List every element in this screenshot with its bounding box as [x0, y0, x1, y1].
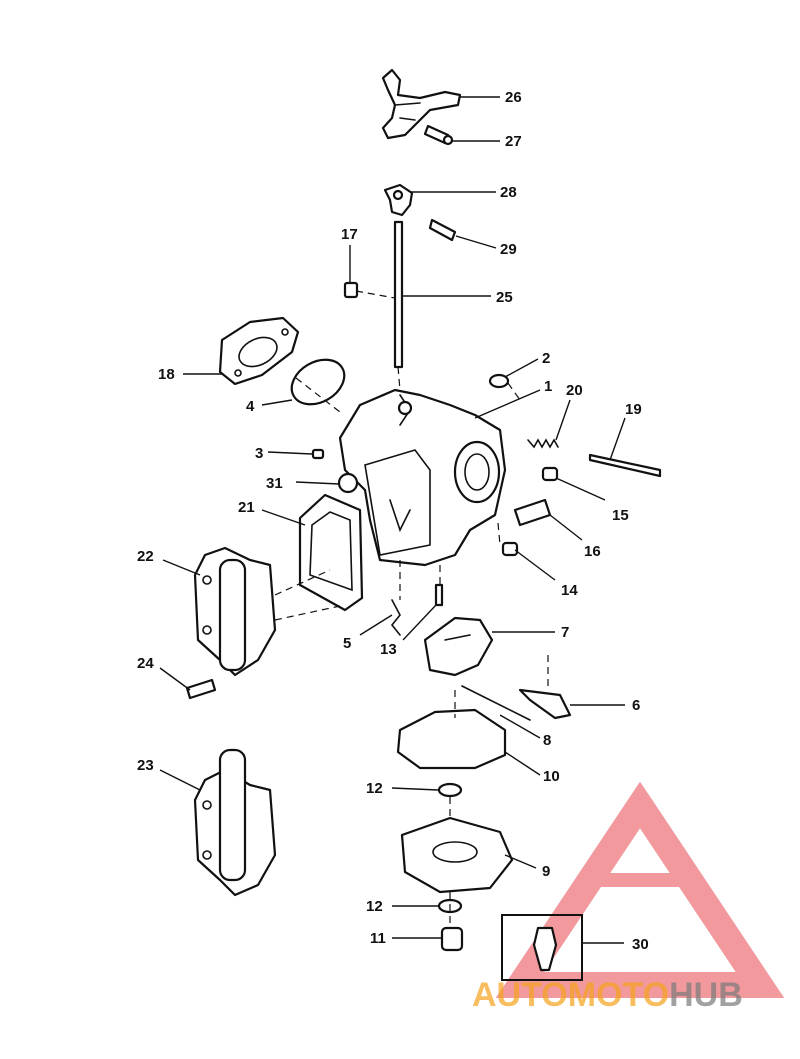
callout-12-top: 12	[366, 780, 383, 797]
callout-26: 26	[505, 89, 522, 106]
callout-1: 1	[544, 378, 552, 395]
callout-11: 11	[370, 930, 386, 947]
part-float	[423, 616, 494, 677]
part-diaphragm	[290, 358, 346, 406]
part-float-pin	[461, 685, 531, 721]
callout-17: 17	[341, 226, 358, 243]
watermark-auto: AUTO	[472, 976, 568, 1014]
part-fuel-pump-22	[193, 546, 277, 677]
part-small-plug	[311, 448, 325, 460]
part-screw-14	[501, 541, 519, 557]
callout-13: 13	[380, 641, 397, 658]
part-screw-15	[541, 466, 559, 482]
callout-4: 4	[246, 398, 255, 415]
callout-6: 6	[632, 697, 640, 714]
part-spring	[527, 438, 559, 449]
part-follower-screw	[428, 218, 457, 242]
callout-25: 25	[496, 289, 513, 306]
callout-29: 29	[500, 241, 517, 258]
callout-16: 16	[584, 543, 601, 560]
callout-31: 31	[266, 475, 283, 492]
callout-5: 5	[343, 635, 351, 652]
callout-7: 7	[561, 624, 569, 641]
callout-10: 10	[543, 768, 560, 785]
part-bolt	[185, 678, 217, 700]
callout-19: 19	[625, 401, 642, 418]
svg-text:AUTOMOTOHUB: AUTOMOTOHUB	[472, 976, 743, 1014]
leader-lines	[159, 96, 626, 944]
part-throttle-lever	[381, 68, 462, 140]
part-float-bowl	[400, 816, 514, 894]
part-fuel-pump-23	[193, 748, 277, 897]
callout-28: 28	[500, 184, 517, 201]
callout-24: 24	[137, 655, 154, 672]
watermark-text: AUTOMOTOHUB	[472, 976, 743, 1014]
part-adjusting-needle	[588, 453, 662, 478]
callout-labels: 26 27 28 29 17 25 18 2 4 1 20 19 3 31 15…	[137, 89, 649, 953]
callout-14: 14	[561, 582, 578, 599]
watermark-moto: MOTO	[568, 976, 669, 1014]
callout-9: 9	[542, 863, 550, 880]
assembly-lines	[274, 290, 549, 928]
part-body-gasket	[298, 493, 364, 612]
automotohub-logo	[495, 781, 785, 998]
callout-8: 8	[543, 732, 551, 749]
callout-20: 20	[566, 382, 583, 399]
part-spring-5	[390, 599, 401, 636]
callout-22: 22	[137, 548, 154, 565]
part-throttle-shaft	[393, 220, 404, 369]
part-float-arm	[518, 688, 572, 720]
part-nut	[337, 472, 359, 494]
part-fitting-box	[501, 914, 583, 981]
part-clip	[513, 498, 552, 527]
callout-27: 27	[505, 133, 522, 150]
callout-18: 18	[158, 366, 175, 383]
callout-3: 3	[255, 445, 263, 462]
part-bowl-gasket	[396, 708, 507, 770]
part-plug-screw	[343, 281, 359, 299]
part-carburetor-body	[338, 388, 507, 567]
callout-15: 15	[612, 507, 629, 524]
callout-12-bottom: 12	[366, 898, 383, 915]
part-needle-valve	[434, 583, 444, 607]
part-gasket	[218, 316, 300, 386]
part-lever-screw	[423, 124, 454, 146]
callout-30: 30	[632, 936, 649, 953]
callout-23: 23	[137, 757, 154, 774]
part-cam-follower	[383, 183, 414, 217]
part-small-disc	[488, 373, 510, 389]
watermark-hub: HUB	[669, 976, 743, 1014]
part-drain-screw	[440, 926, 464, 952]
part-washer-top	[437, 782, 463, 798]
callout-21: 21	[238, 499, 255, 516]
callout-2: 2	[542, 350, 550, 367]
